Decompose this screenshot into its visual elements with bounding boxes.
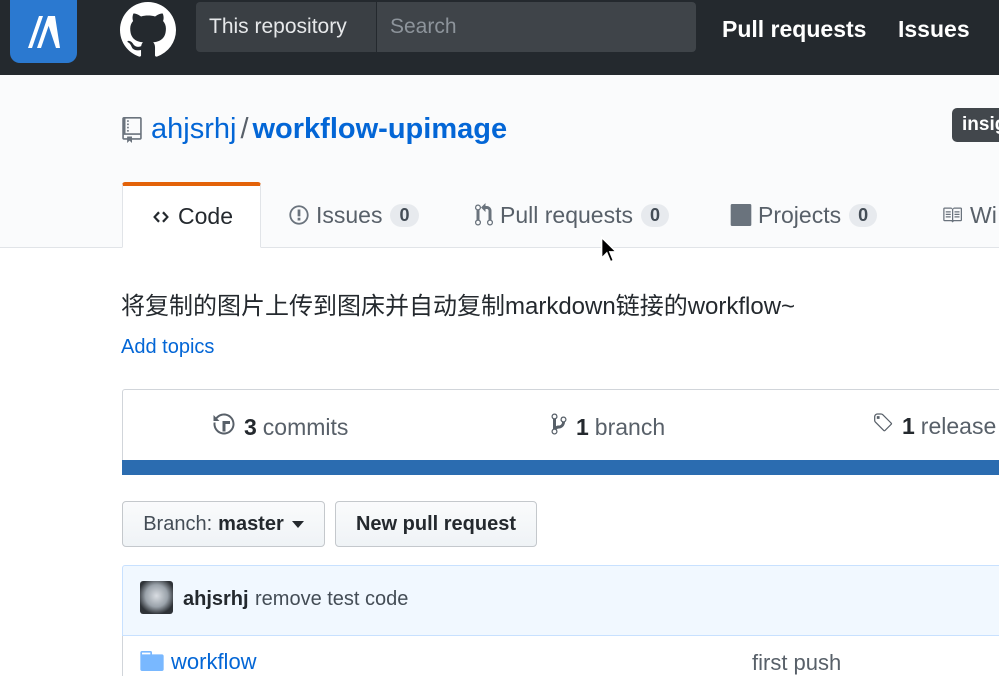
repo-name-link[interactable]: workflow-upimage (252, 113, 508, 145)
branch-select-button[interactable]: Branch: master (122, 501, 325, 547)
nav-issues[interactable]: Issues (898, 16, 970, 42)
caret-down-icon (291, 520, 304, 528)
releases-link[interactable]: 1 release (872, 412, 996, 440)
tab-wiki[interactable]: Wi (940, 182, 997, 248)
folder-icon (140, 651, 164, 671)
language-bar[interactable] (122, 460, 999, 475)
new-pull-request-button[interactable]: New pull request (335, 501, 537, 547)
project-icon (730, 204, 752, 226)
add-topics-link[interactable]: Add topics (121, 336, 215, 358)
app-logo-icon (27, 15, 60, 48)
releases-count: 1 (902, 412, 915, 439)
branches-label: branch (594, 413, 666, 440)
branches-count: 1 (576, 413, 589, 440)
repo-icon (122, 117, 142, 143)
mouse-cursor-icon (600, 236, 618, 263)
releases-label: release (920, 412, 997, 439)
site-header: This repository Search Pull requests Iss… (0, 0, 999, 75)
tab-code[interactable]: Code (122, 182, 261, 248)
branch-name: master (218, 512, 284, 535)
file-commit-message[interactable]: first push (752, 650, 842, 675)
commit-tease (122, 565, 999, 636)
nav-pull-requests[interactable]: Pull requests (722, 16, 867, 42)
tab-projects-label: Projects (758, 201, 842, 228)
projects-counter: 0 (849, 203, 878, 227)
tab-wiki-label: Wi (970, 201, 997, 228)
issue-opened-icon (288, 204, 310, 226)
tab-pull-requests[interactable]: Pull requests 0 (474, 182, 669, 248)
commit-message-link[interactable]: remove test code (255, 588, 409, 610)
search-input[interactable]: Search (376, 2, 696, 52)
repo-description: 将复制的图片上传到图床并自动复制markdown链接的workflow~ (121, 293, 796, 320)
repo-separator: / (240, 113, 249, 145)
issues-counter: 0 (390, 203, 419, 227)
repo-owner-link[interactable]: ahjsrhj (151, 113, 237, 145)
branches-link[interactable]: 1 branch (550, 412, 665, 442)
file-name-link[interactable]: workflow (171, 649, 257, 674)
tag-icon (872, 412, 894, 440)
repo-title: ahjsrhj/workflow-upimage (151, 113, 507, 146)
table-row (122, 636, 999, 676)
github-logo-icon[interactable] (120, 2, 176, 58)
tab-pull-requests-label: Pull requests (500, 201, 633, 228)
book-icon (940, 205, 964, 225)
code-icon (150, 208, 172, 226)
git-branch-icon (550, 412, 568, 442)
commits-count: 3 (244, 413, 257, 440)
tab-issues[interactable]: Issues 0 (288, 182, 419, 248)
app-badge[interactable] (10, 0, 77, 63)
commits-link[interactable]: 3 commits (212, 412, 348, 442)
insights-badge[interactable]: insig (952, 108, 999, 142)
tab-code-label: Code (178, 203, 233, 229)
search-scope-label[interactable]: This repository (196, 2, 376, 52)
history-icon (212, 412, 236, 442)
branch-prefix: Branch: (143, 512, 213, 535)
commits-label: commits (262, 413, 349, 440)
commit-author-link[interactable]: ahjsrhj (183, 588, 249, 610)
tab-issues-label: Issues (316, 201, 383, 228)
git-pull-request-icon (474, 203, 494, 227)
tab-projects[interactable]: Projects 0 (730, 182, 878, 248)
avatar[interactable] (140, 581, 173, 614)
pull-requests-counter: 0 (640, 203, 669, 227)
